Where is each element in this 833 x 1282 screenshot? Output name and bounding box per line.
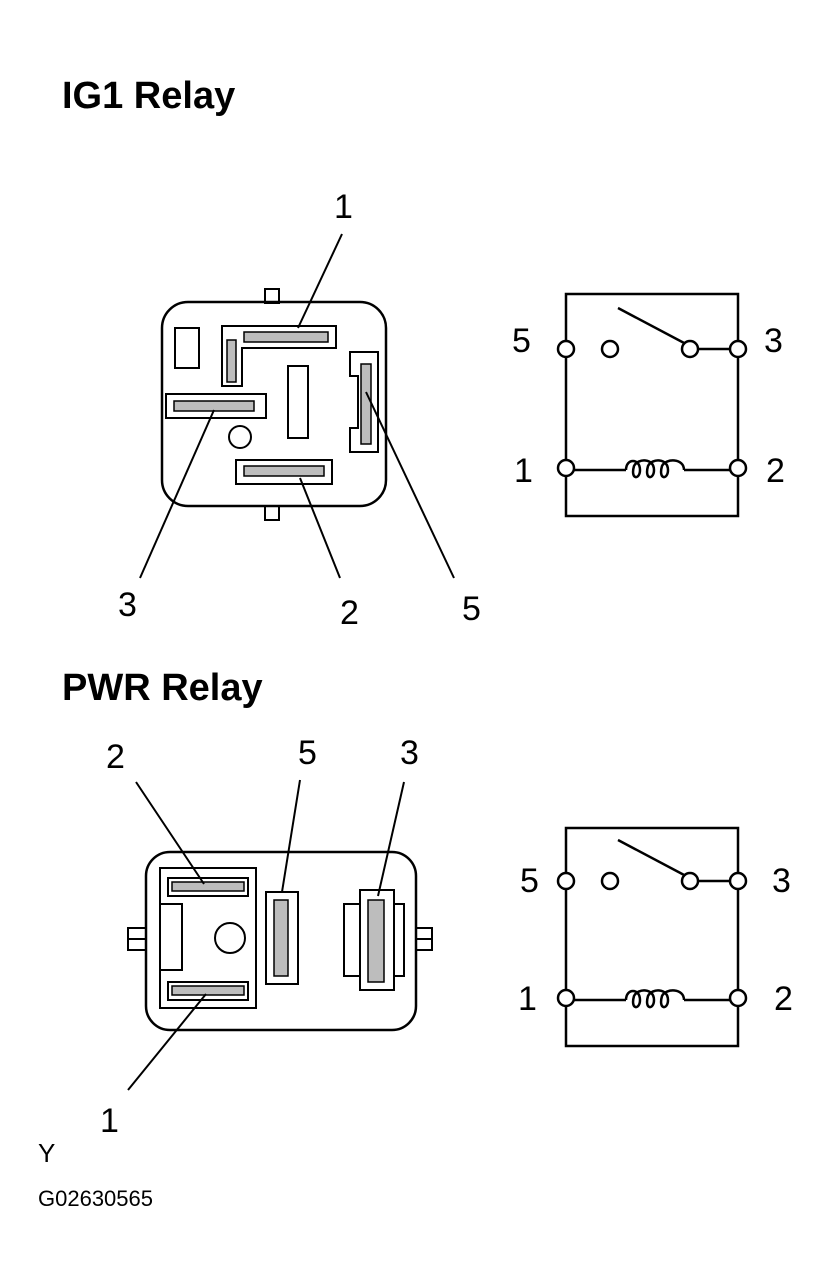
pwr-schematic: 5 3 1 2 bbox=[518, 826, 793, 1048]
ig1-leader-5 bbox=[365, 391, 455, 579]
pwr-schematic-label-5: 5 bbox=[520, 862, 539, 900]
pwr-connector: 2 5 3 1 bbox=[100, 734, 433, 1140]
pwr-terminal-2 bbox=[728, 988, 748, 1008]
ig1-schematic-label-2: 2 bbox=[766, 452, 785, 490]
ig1-center-block bbox=[287, 365, 309, 439]
ig1-terminal-5 bbox=[556, 339, 576, 359]
pwr-pin1-slot bbox=[171, 985, 245, 996]
ig1-terminal-1 bbox=[556, 458, 576, 478]
pwr-schematic-frame bbox=[564, 826, 740, 1048]
pwr-pin2-slot bbox=[171, 881, 245, 892]
ig1-center-hole bbox=[228, 425, 252, 449]
ig1-contact-fixed bbox=[600, 339, 620, 359]
pwr-connector-label-1: 1 bbox=[100, 1102, 119, 1140]
ig1-contact-pivot bbox=[680, 339, 700, 359]
ig1-pin5-slot bbox=[360, 363, 372, 445]
pwr-leader-3 bbox=[377, 781, 405, 897]
figure-id: G02630565 bbox=[38, 1186, 153, 1211]
ig1-schematic-label-5: 5 bbox=[512, 322, 531, 360]
ig1-connector-label-1: 1 bbox=[334, 188, 353, 226]
ig1-relay-title: IG1 Relay bbox=[62, 75, 235, 117]
ig1-switch-blade bbox=[617, 306, 687, 346]
ig1-schematic-label-3: 3 bbox=[764, 322, 783, 360]
ig1-schematic: 5 3 1 2 bbox=[512, 292, 785, 518]
pwr-terminal-3 bbox=[728, 871, 748, 891]
ig1-pin1-slot bbox=[243, 331, 329, 343]
pwr-relay-title: PWR Relay bbox=[62, 667, 263, 709]
pwr-leader-2 bbox=[135, 781, 205, 885]
pwr-terminal-1 bbox=[556, 988, 576, 1008]
ig1-terminal-2 bbox=[728, 458, 748, 478]
ig1-leader-2 bbox=[299, 477, 341, 579]
ig1-pin2-slot bbox=[243, 465, 325, 477]
pwr-connector-label-5: 5 bbox=[298, 734, 317, 772]
ig1-connector: 1 3 2 5 bbox=[118, 188, 481, 632]
code-letter: Y bbox=[38, 1138, 55, 1168]
pwr-schematic-label-1: 1 bbox=[518, 980, 537, 1018]
pwr-switch-blade bbox=[617, 838, 687, 878]
pwr-connector-label-2: 2 bbox=[106, 738, 125, 776]
ig1-schematic-label-1: 1 bbox=[514, 452, 533, 490]
pwr-coil bbox=[624, 989, 686, 1009]
ig1-pin3-slot bbox=[173, 400, 255, 412]
ig1-pin5-housing bbox=[349, 351, 379, 453]
pwr-contact-pivot bbox=[680, 871, 700, 891]
ig1-pin1-slot-side bbox=[226, 339, 237, 383]
pwr-schematic-label-3: 3 bbox=[772, 862, 791, 900]
ig1-key-block bbox=[174, 327, 200, 369]
pwr-terminal-5 bbox=[556, 871, 576, 891]
pwr-pin3-side bbox=[343, 903, 361, 977]
ig1-pin1-housing bbox=[221, 325, 337, 387]
ig1-connector-label-3: 3 bbox=[118, 586, 137, 624]
ig1-schematic-frame bbox=[564, 292, 740, 518]
pwr-leader-5 bbox=[281, 779, 301, 893]
pwr-pin3-slot bbox=[367, 899, 385, 983]
pwr-connector-body bbox=[144, 850, 418, 1032]
ig1-terminal-3 bbox=[728, 339, 748, 359]
ig1-connector-label-5: 5 bbox=[462, 590, 481, 628]
pwr-center-hole bbox=[214, 922, 246, 954]
pwr-schematic-label-2: 2 bbox=[774, 980, 793, 1018]
pwr-pin5-slot bbox=[273, 899, 289, 977]
ig1-leader-1 bbox=[297, 233, 343, 329]
ig1-leader-3 bbox=[139, 409, 215, 579]
ig1-bottom-tab bbox=[264, 505, 280, 521]
ig1-coil bbox=[624, 459, 686, 479]
pwr-leader-1 bbox=[127, 993, 207, 1091]
pwr-pin3-side-right bbox=[394, 903, 405, 977]
pwr-connector-label-3: 3 bbox=[400, 734, 419, 772]
ig1-top-tab bbox=[264, 288, 280, 304]
pwr-contact-fixed bbox=[600, 871, 620, 891]
ig1-connector-label-2: 2 bbox=[340, 594, 359, 632]
